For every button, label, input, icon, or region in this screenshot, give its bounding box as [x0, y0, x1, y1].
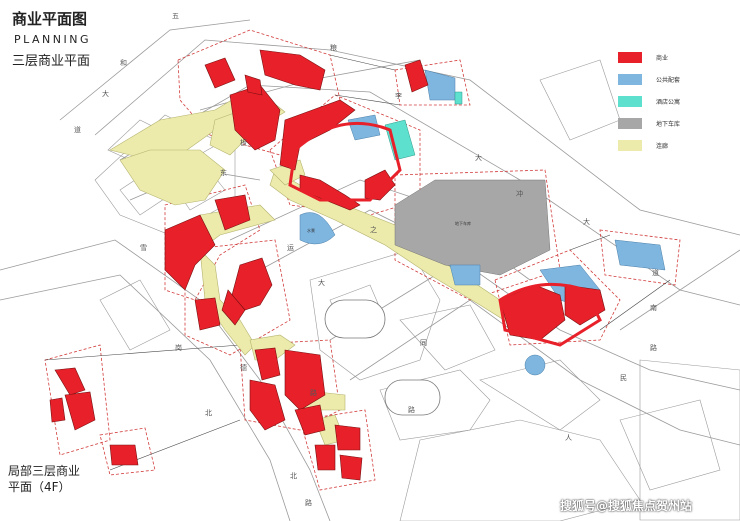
legend-item: 酒店公寓 — [618, 96, 688, 107]
road-label: 之 — [370, 225, 377, 234]
road-label: 大 — [318, 278, 325, 287]
road-label: 雪 — [140, 244, 147, 252]
road-label: 粮 — [330, 43, 337, 52]
road-label: 东 — [220, 168, 227, 177]
road-label: 五 — [172, 12, 179, 20]
legend-label: 公共配套 — [656, 77, 681, 84]
legend-item: 公共配套 — [618, 74, 688, 85]
legend-label: 酒店公寓 — [656, 99, 681, 106]
map-title: 商业平面图 — [12, 10, 88, 28]
road-label: 路 — [310, 388, 317, 397]
running-tracks — [324, 299, 441, 416]
hotel-apartments — [384, 91, 463, 161]
road-label: 道 — [74, 125, 81, 134]
commercial-blocks — [49, 49, 606, 481]
legend-label: 商业 — [656, 55, 669, 62]
road-label: 岗 — [175, 344, 182, 352]
road-label: 冲 — [516, 189, 523, 198]
legend: 商业 公共配套 酒店公寓 地下车库 连廊 — [618, 52, 688, 162]
inset-label-line1: 局部三层商业 — [8, 464, 81, 478]
legend-swatch — [618, 118, 642, 129]
road-label: 大 — [475, 153, 482, 162]
road-label: 大 — [102, 89, 109, 98]
road-label: 民 — [620, 374, 627, 382]
legend-swatch — [618, 74, 642, 85]
road-label: 同 — [420, 339, 427, 347]
garage — [394, 179, 551, 276]
road-label: 路 — [408, 405, 415, 414]
legend-swatch — [618, 140, 642, 151]
road-label: 路 — [305, 498, 312, 507]
legend-item: 商业 — [618, 52, 688, 63]
legend-label: 地下车库 — [656, 121, 681, 128]
road-label: 人 — [565, 434, 572, 442]
road-label: 北 — [290, 472, 297, 480]
complex-rings — [288, 121, 602, 347]
road-label: 大 — [583, 217, 590, 226]
legend-item: 连廊 — [618, 140, 688, 151]
legend-swatch — [618, 96, 642, 107]
road-labels: 五 和 大 道 粮 李 板 东 大 冲 大 道 运 之 大 路 雪 岗 北 德 … — [74, 12, 659, 507]
map-title-en: PLANNING — [14, 33, 91, 46]
road-label: 道 — [652, 268, 659, 277]
garage-label: 地下车库 — [455, 220, 471, 226]
road-label: 德 — [240, 363, 247, 372]
map-subtitle: 三层商业平面 — [12, 54, 91, 69]
road-label: 北 — [205, 409, 212, 417]
legend-label: 连廊 — [656, 143, 669, 150]
road-label: 运 — [287, 244, 294, 252]
callout-lines — [44, 54, 671, 471]
legend-swatch — [618, 52, 642, 63]
road-label: 板 — [240, 138, 247, 147]
legend-item: 地下车库 — [618, 118, 688, 129]
road-label: 和 — [120, 58, 127, 67]
pond-label: 水景 — [307, 227, 315, 233]
road-label: 南 — [650, 303, 657, 312]
inset-label-line2: 平面（4F） — [8, 480, 71, 494]
watermark: 搜狐号@搜狐焦点贺州站 — [560, 499, 693, 513]
road-label: 李 — [395, 91, 402, 100]
road-label: 路 — [650, 343, 657, 352]
